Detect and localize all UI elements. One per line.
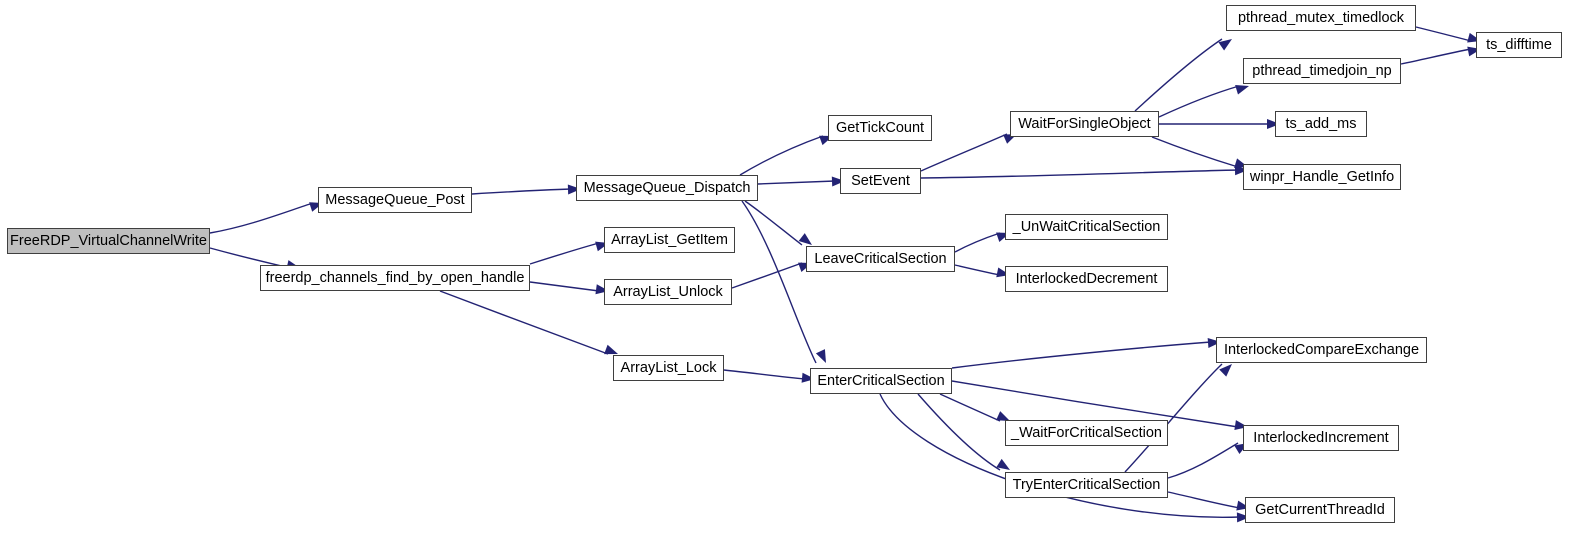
arrowhead-icon (798, 233, 812, 245)
call-edge (951, 341, 1212, 369)
graph-node-messagequeue-post[interactable]: MessageQueue_Post (318, 187, 472, 213)
graph-node-label: MessageQueue_Dispatch (583, 179, 751, 196)
graph-node-label: EnterCriticalSection (817, 372, 945, 389)
call-edge (209, 202, 314, 234)
call-edge (1134, 38, 1223, 112)
graph-node-label: ArrayList_Unlock (613, 283, 723, 300)
call-edge (757, 180, 836, 185)
call-edge (471, 188, 572, 195)
graph-node-label: ArrayList_GetItem (611, 231, 728, 248)
graph-node-arraylist-getitem[interactable]: ArrayList_GetItem (604, 227, 735, 253)
graph-node-freerdp-channels-find-by-open-handle[interactable]: freerdp_channels_find_by_open_handle (260, 265, 530, 291)
arrowhead-icon (604, 344, 618, 355)
call-edge (439, 290, 609, 355)
call-edge (1400, 48, 1472, 65)
call-edge (1415, 26, 1472, 42)
call-edge (731, 262, 803, 289)
graph-node-pthread-timedjoin-np[interactable]: pthread_timedjoin_np (1243, 58, 1401, 84)
graph-node-arraylist-unlock[interactable]: ArrayList_Unlock (604, 279, 732, 305)
graph-node-interlockeddecrement[interactable]: InterlockedDecrement (1005, 266, 1168, 292)
graph-node-label: InterlockedIncrement (1253, 429, 1389, 446)
graph-node-label: WaitForSingleObject (1018, 115, 1151, 132)
graph-node-label: GetCurrentThreadId (1255, 501, 1385, 518)
call-edge (1158, 85, 1240, 118)
call-edge (744, 200, 803, 246)
arrowhead-icon (815, 349, 826, 363)
graph-node-ts-add-ms[interactable]: ts_add_ms (1275, 111, 1367, 137)
graph-node-gettickcount[interactable]: GetTickCount (828, 115, 932, 141)
graph-node-pthread-mutex-timedlock[interactable]: pthread_mutex_timedlock (1226, 5, 1416, 31)
graph-node-ts-difftime[interactable]: ts_difftime (1476, 32, 1562, 58)
arrowhead-icon (1235, 84, 1249, 95)
call-edge (1167, 442, 1239, 479)
graph-node-arraylist-lock[interactable]: ArrayList_Lock (613, 355, 724, 381)
graph-node-label: InterlockedCompareExchange (1223, 341, 1420, 358)
graph-node-label: winpr_Handle_GetInfo (1249, 168, 1395, 185)
call-edge (739, 135, 824, 176)
graph-node-unwaitcriticalsection[interactable]: _UnWaitCriticalSection (1005, 214, 1168, 240)
graph-node-label: LeaveCriticalSection (814, 250, 947, 267)
call-edge (1124, 363, 1223, 473)
arrowhead-icon (831, 176, 845, 187)
arrowhead-icon (1236, 512, 1250, 523)
graph-node-freerdp-virtualchannelwrite[interactable]: FreeRDP_VirtualChannelWrite (7, 228, 210, 254)
graph-node-tryentercriticalsection[interactable]: TryEnterCriticalSection (1005, 472, 1168, 498)
call-edge (920, 169, 1239, 179)
graph-node-interlockedcompareexchange[interactable]: InterlockedCompareExchange (1216, 337, 1427, 363)
call-edge (1151, 136, 1239, 168)
arrowhead-icon (801, 372, 815, 383)
graph-node-label: ArrayList_Lock (620, 359, 717, 376)
graph-node-label: _WaitForCriticalSection (1011, 424, 1162, 441)
arrowhead-icon (1219, 364, 1232, 377)
graph-node-label: pthread_timedjoin_np (1252, 62, 1392, 79)
call-edge (1167, 491, 1241, 509)
arrowhead-icon (996, 411, 1010, 421)
graph-node-label: SetEvent (851, 172, 910, 189)
graph-node-label: TryEnterCriticalSection (1012, 476, 1161, 493)
graph-node-label: ts_difftime (1486, 36, 1552, 53)
call-edge (951, 380, 1239, 428)
graph-node-label: GetTickCount (835, 119, 925, 136)
arrowhead-icon (1218, 39, 1232, 51)
call-edge (917, 393, 1001, 471)
graph-node-label: InterlockedDecrement (1015, 270, 1158, 287)
arrowhead-icon (996, 458, 1010, 470)
arrowhead-icon (1207, 338, 1221, 348)
graph-node-leavecriticalsection[interactable]: LeaveCriticalSection (806, 246, 955, 272)
graph-node-label: ts_add_ms (1285, 115, 1357, 132)
arrowhead-icon (1267, 119, 1280, 129)
call-edge (954, 264, 1001, 276)
graph-node-waitforcriticalsection[interactable]: _WaitForCriticalSection (1005, 420, 1168, 446)
call-edge (723, 369, 806, 380)
graph-node-entercriticalsection[interactable]: EnterCriticalSection (810, 368, 952, 394)
call-edge (939, 393, 1001, 422)
graph-node-waitforsingleobject[interactable]: WaitForSingleObject (1010, 111, 1159, 137)
arrowhead-icon (1234, 165, 1248, 176)
call-edge (920, 133, 1008, 172)
call-edge (529, 281, 600, 292)
graph-node-setevent[interactable]: SetEvent (840, 168, 921, 194)
graph-node-getcurrentthreadid[interactable]: GetCurrentThreadId (1245, 497, 1395, 523)
arrowhead-icon (567, 184, 581, 195)
graph-node-label: MessageQueue_Post (325, 191, 465, 208)
graph-node-label: FreeRDP_VirtualChannelWrite (10, 232, 207, 249)
graph-node-winpr-handle-getinfo[interactable]: winpr_Handle_GetInfo (1243, 164, 1401, 190)
graph-node-messagequeue-dispatch[interactable]: MessageQueue_Dispatch (576, 175, 758, 201)
call-edge (954, 232, 1001, 253)
call-edge (741, 200, 817, 364)
call-edge (529, 242, 600, 265)
graph-node-label: pthread_mutex_timedlock (1237, 9, 1405, 26)
graph-node-label: _UnWaitCriticalSection (1012, 218, 1161, 235)
graph-node-interlockedincrement[interactable]: InterlockedIncrement (1243, 425, 1399, 451)
graph-node-label: freerdp_channels_find_by_open_handle (265, 269, 525, 286)
